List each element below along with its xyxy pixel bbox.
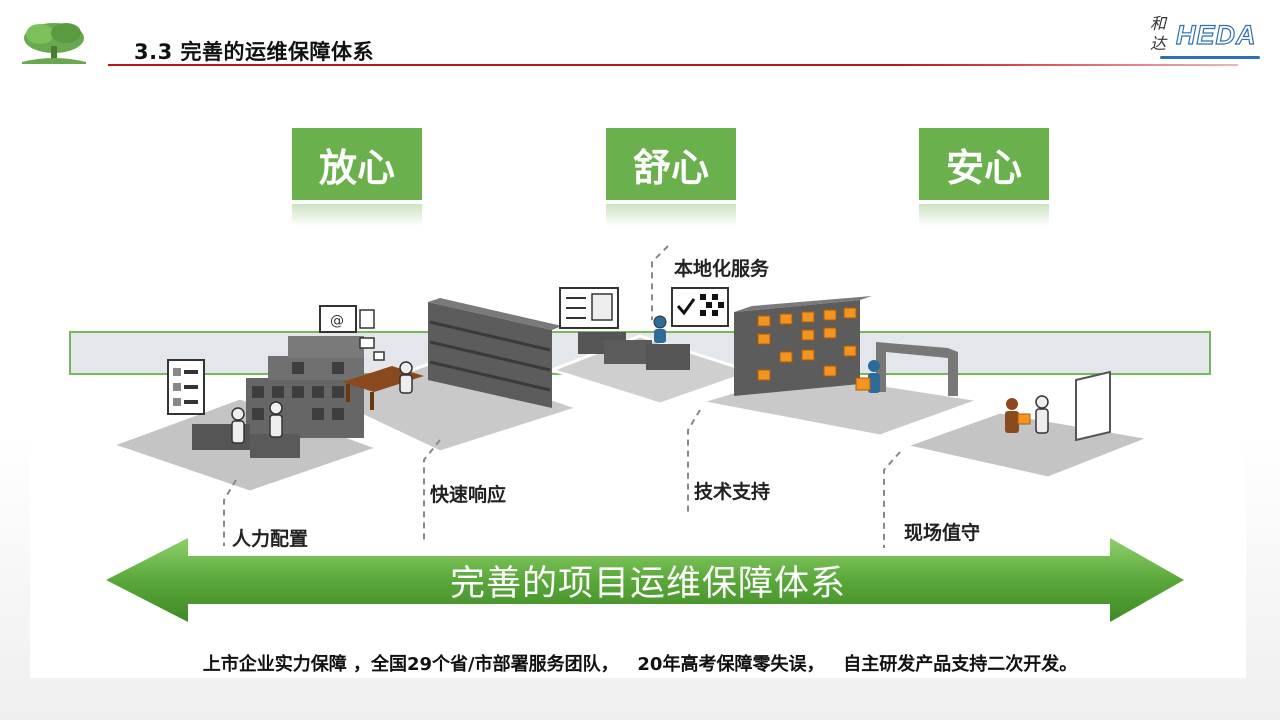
logo-chars: 和达 [1150, 14, 1167, 53]
title-underline [108, 64, 1238, 66]
label-quick-response: 快速响应 [430, 484, 507, 506]
parts-rack-icon [734, 296, 872, 396]
email-note-icon: @ [319, 305, 385, 361]
person-icon-1 [231, 401, 283, 444]
badge-fangxin: 放心 [292, 128, 422, 200]
checklist-icon [167, 359, 205, 415]
desk-icon [342, 361, 424, 410]
handover-people-icon [1005, 395, 1049, 434]
logo-text: HEDA [1175, 19, 1257, 50]
banner-title: 完善的项目运维保障体系 [449, 563, 846, 604]
heda-logo: 和达 HEDA [1148, 12, 1264, 62]
label-manpower: 人力配置 [232, 528, 309, 550]
badge-fangxin-reflection [292, 204, 422, 226]
courier-person-icon [855, 360, 880, 393]
bookshelf-icon [428, 298, 562, 408]
schedule-grid-icon [671, 287, 729, 327]
gate-icon [876, 342, 958, 396]
label-local-service: 本地化服务 [674, 258, 770, 280]
badge-anxin-reflection [919, 204, 1049, 226]
banner-arrow [106, 538, 1184, 622]
svg-text:@: @ [330, 313, 344, 329]
callout-lines [223, 245, 901, 548]
label-onsite: 现场值守 [904, 522, 981, 544]
footer-summary: 上市企业实力保障 ，全国29个省/市部署服务团队， 20年高考保障零失误， 自主… [202, 654, 1078, 675]
label-tech-support: 技术支持 [694, 481, 771, 503]
badge-anxin: 安心 [919, 128, 1049, 200]
tree-logo-icon [22, 23, 86, 64]
door-icon [1075, 370, 1111, 442]
badge-shuxin-reflection [606, 204, 736, 226]
service-desks-icon [578, 315, 690, 370]
badge-shuxin: 舒心 [606, 128, 736, 200]
page-title: 3.3 完善的运维保障体系 [134, 40, 375, 64]
task-list-icon [559, 287, 619, 329]
logo-swoosh [1160, 56, 1260, 59]
